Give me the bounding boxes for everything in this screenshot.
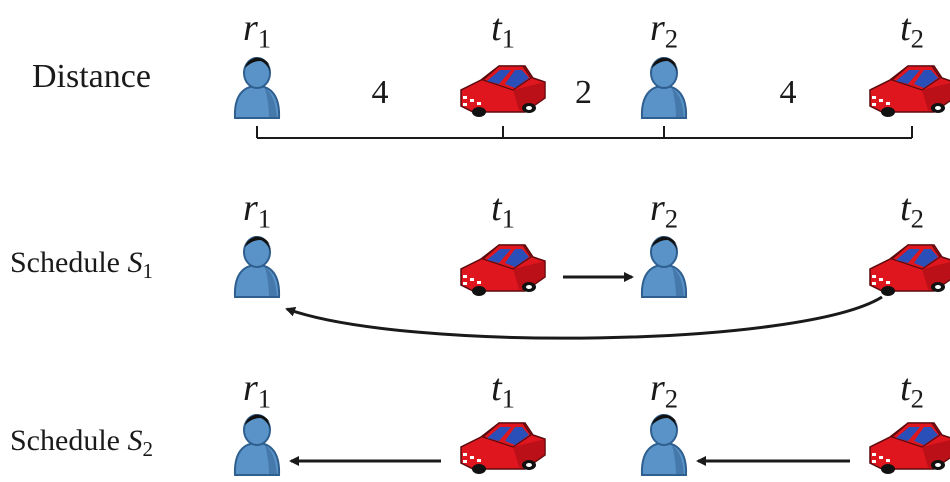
schedule-2-t2-taxi-icon [869,422,950,474]
row-label-schedule-1: Schedule S1 [10,246,153,284]
node-symbol: r [649,187,665,229]
schedule-1-r2-label: r2 [650,186,678,234]
schedule-1-r1-requester-icon [233,236,281,298]
distance-value-r1-t1: 4 [371,74,389,111]
node-subscript: 2 [910,203,924,234]
node-subscript: 2 [910,383,924,414]
node-subscript: 1 [501,383,515,414]
schedule-1-r2-requester-icon [640,236,688,298]
schedule-1-t1-taxi-icon [460,244,546,296]
distance-r2-requester-icon [640,57,688,119]
node-subscript: 2 [910,23,924,54]
row-label-distance: Distance [32,58,151,95]
schedule-1-r1-label: r1 [243,186,271,234]
node-symbol: t [491,7,502,49]
node-symbol: t [900,7,911,49]
distance-t1-taxi-icon [460,65,546,117]
schedule-2-t2-label: t2 [900,366,924,414]
node-symbol: t [900,367,911,409]
schedule-1-symbol: S [127,246,143,279]
node-subscript: 1 [257,23,272,54]
schedule-2-r1-requester-icon [233,414,281,476]
node-subscript: 1 [501,23,515,54]
schedule-1-t2-label: t2 [900,186,924,234]
distance-r2-label: r2 [650,6,678,54]
schedule-1-t2-taxi-icon [869,244,950,296]
node-symbol: r [242,187,258,229]
schedule-2-r2-requester-icon [640,414,688,476]
schedule-1-t1-label: t1 [491,186,515,234]
schedule-2-subscript: 2 [142,436,153,461]
node-symbol: t [491,187,502,229]
distance-t2-label: t2 [900,6,924,54]
schedule-2-r2-label: r2 [650,366,678,414]
node-symbol: t [900,187,911,229]
schedule-1-arrow-t2-r1 [285,295,883,340]
node-symbol: r [242,367,258,409]
schedule-1-text: Schedule [10,246,128,279]
schedule-2-t1-label: t1 [491,366,515,414]
distance-t1-label: t1 [491,6,515,54]
node-subscript: 2 [664,203,679,234]
node-symbol: r [649,367,665,409]
node-subscript: 2 [664,383,679,414]
node-subscript: 1 [257,383,272,414]
node-subscript: 1 [257,203,272,234]
node-symbol: t [491,367,502,409]
distance-r1-label: r1 [243,6,271,54]
node-subscript: 1 [501,203,515,234]
distance-value-r2-t2: 4 [779,74,797,111]
schedule-2-r1-label: r1 [243,366,271,414]
node-symbol: r [649,7,665,49]
distance-value-t1-r2: 2 [575,74,592,111]
row-label-schedule-2: Schedule S2 [10,424,153,462]
distance-r1-requester-icon [233,57,281,119]
schedule-2-text: Schedule [10,424,128,457]
distance-t2-taxi-icon [869,65,950,117]
node-subscript: 2 [664,23,679,54]
schedule-2-t1-taxi-icon [460,422,546,474]
schedule-2-symbol: S [127,424,143,457]
node-symbol: r [242,7,258,49]
schedule-1-subscript: 1 [142,258,153,283]
